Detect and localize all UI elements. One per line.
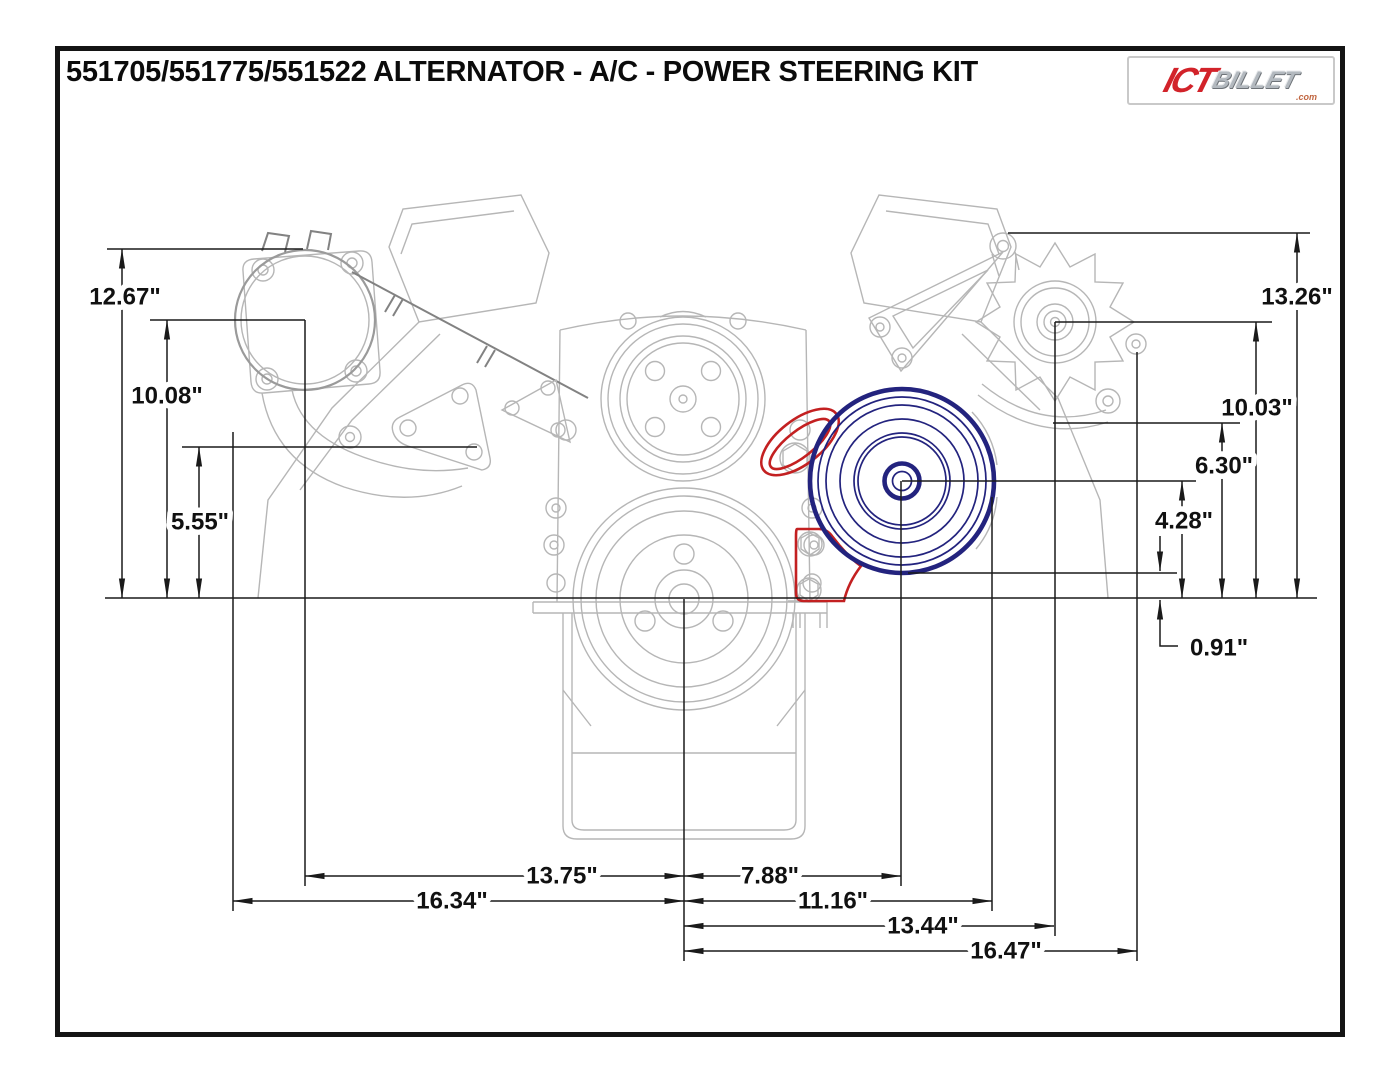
- dim-label-6-30: 6.30": [1195, 453, 1253, 480]
- dim-label-12-67: 12.67": [89, 284, 160, 311]
- dimension-labels: 12.67" 10.08" 5.55" 13.26" 10.03" 6.30" …: [84, 278, 1338, 970]
- oil-pan: [532, 601, 828, 840]
- dim-label-13-26: 13.26": [1261, 284, 1332, 311]
- engine-outline: [233, 194, 1147, 840]
- dim-label-10-03: 10.03": [1221, 395, 1292, 422]
- logo-tld-text: .com: [1295, 92, 1317, 102]
- dim-label-16-47: 16.47": [970, 938, 1041, 965]
- power-steering-pump: [233, 229, 469, 498]
- dim-label-11-16: 11.16": [798, 888, 868, 915]
- dim-label-13-75: 13.75": [526, 863, 597, 890]
- dim-label-4-28: 4.28": [1155, 508, 1213, 535]
- dim-label-5-55: 5.55": [171, 509, 229, 536]
- dim-label-0-91: 0.91": [1190, 635, 1248, 662]
- dimension-lines: [105, 232, 1317, 961]
- dim-label-16-34: 16.34": [416, 888, 487, 915]
- dim-label-10-08: 10.08": [131, 383, 202, 410]
- drawing-border-frame: [55, 46, 1345, 1037]
- alternator: [974, 232, 1147, 430]
- water-pump-pulley: [600, 310, 766, 482]
- ict-billet-logo: ICT BILLET .com: [1127, 56, 1335, 105]
- page-title: 551705/551775/551522 ALTERNATOR - A/C - …: [66, 56, 978, 88]
- dim-label-7-88: 7.88": [741, 863, 799, 890]
- dim-label-13-44: 13.44": [887, 913, 958, 940]
